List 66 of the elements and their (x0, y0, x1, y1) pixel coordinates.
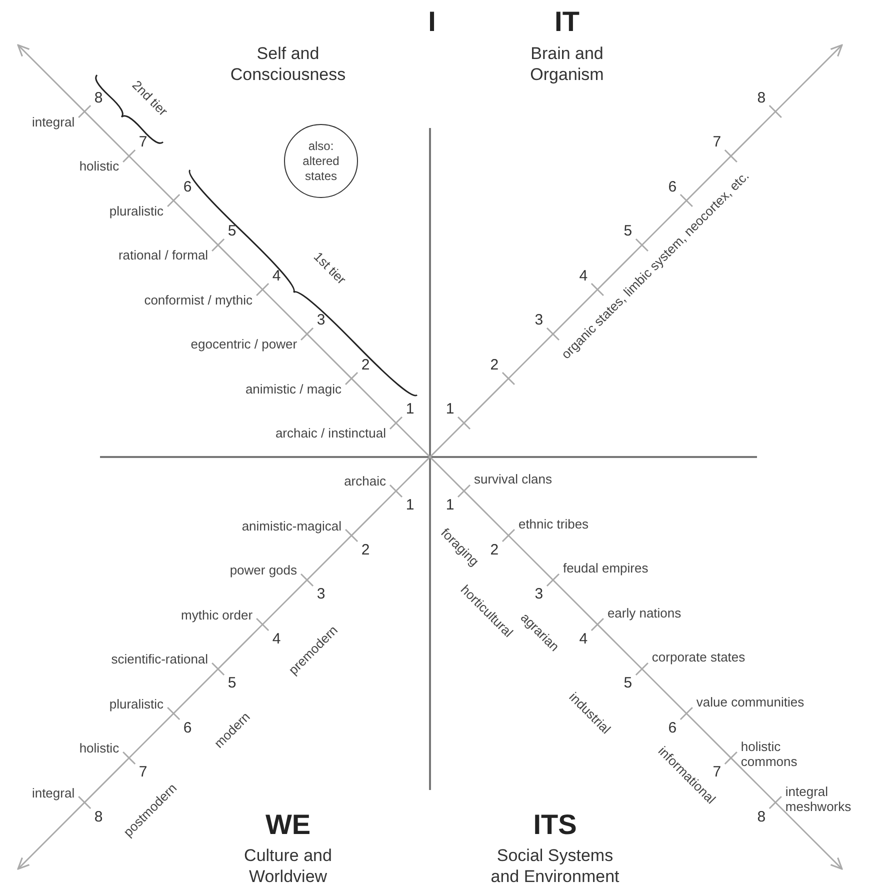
level-number: 7 (138, 764, 148, 780)
level-number: 4 (579, 631, 588, 646)
level-label: pluralistic (109, 203, 164, 218)
quadrant-subtitle: Culture and Worldview (243, 845, 333, 887)
level-number: 8 (757, 90, 766, 105)
level-label: pluralistic (109, 696, 164, 711)
quadrant-title: I (428, 7, 436, 37)
level-number: 3 (316, 312, 326, 328)
level-label: holistic (79, 158, 120, 174)
level-number: 4 (272, 268, 281, 283)
circle-node: also: altered states (284, 124, 358, 198)
quadrant-subtitle: Self and Consciousness (229, 43, 347, 85)
level-label: rational / formal (118, 248, 208, 262)
level-number: 2 (361, 357, 370, 372)
tier-label: 2nd tier (129, 77, 171, 119)
level-number: 3 (534, 312, 544, 328)
level-number: 5 (228, 224, 236, 238)
level-label: scientific-rational (111, 652, 208, 666)
level-number: 8 (94, 90, 103, 105)
level-label: early nations (607, 605, 682, 620)
level-label: mythic order (181, 607, 253, 622)
quadrant-subtitle: Social Systems and Environment (490, 845, 620, 887)
level-label: survival clans (474, 472, 552, 486)
level-number: 7 (712, 134, 722, 150)
level-number: 5 (624, 224, 632, 238)
level-number: 6 (183, 179, 192, 194)
level-label: animistic / magic (245, 381, 342, 396)
level-number: 1 (406, 402, 414, 416)
level-number: 1 (446, 498, 454, 512)
quadrant-title: WE (265, 810, 311, 840)
level-label: power gods (230, 562, 298, 578)
level-number: 4 (579, 268, 588, 283)
level-label: integral (32, 114, 75, 129)
level-number: 2 (490, 542, 499, 557)
quadrant-title: ITS (533, 810, 577, 840)
level-label: integral meshworks (785, 784, 852, 814)
level-label: conformist / mythic (144, 292, 253, 307)
level-number: 6 (183, 720, 192, 735)
level-number: 5 (624, 676, 632, 690)
level-label: integral (32, 785, 75, 800)
level-number: 3 (534, 586, 544, 602)
level-label: egocentric / power (190, 336, 298, 352)
quadrant-subtitle: Brain and Organism (529, 43, 605, 85)
level-number: 4 (272, 631, 281, 646)
level-number: 2 (361, 542, 370, 557)
level-label: holistic (79, 740, 120, 756)
tier-label: 1st tier (310, 248, 350, 288)
level-number: 6 (668, 179, 677, 194)
level-number: 3 (316, 586, 326, 602)
level-number: 6 (668, 720, 677, 735)
level-number: 8 (757, 809, 766, 824)
level-label: holistic commons (740, 739, 798, 769)
level-number: 5 (228, 676, 236, 690)
level-number: 1 (406, 498, 414, 512)
level-label: animistic-magical (242, 518, 342, 533)
quadrant-title: IT (554, 7, 580, 37)
level-label: ethnic tribes (518, 516, 589, 531)
level-number: 8 (94, 809, 103, 824)
level-label: corporate states (652, 650, 746, 664)
level-number: 7 (138, 134, 148, 150)
level-number: 2 (490, 357, 499, 372)
level-number: 1 (446, 402, 454, 416)
level-label: value communities (696, 694, 804, 709)
level-label: archaic / instinctual (275, 426, 386, 440)
level-label: archaic (344, 474, 386, 488)
level-label: feudal empires (562, 560, 648, 576)
